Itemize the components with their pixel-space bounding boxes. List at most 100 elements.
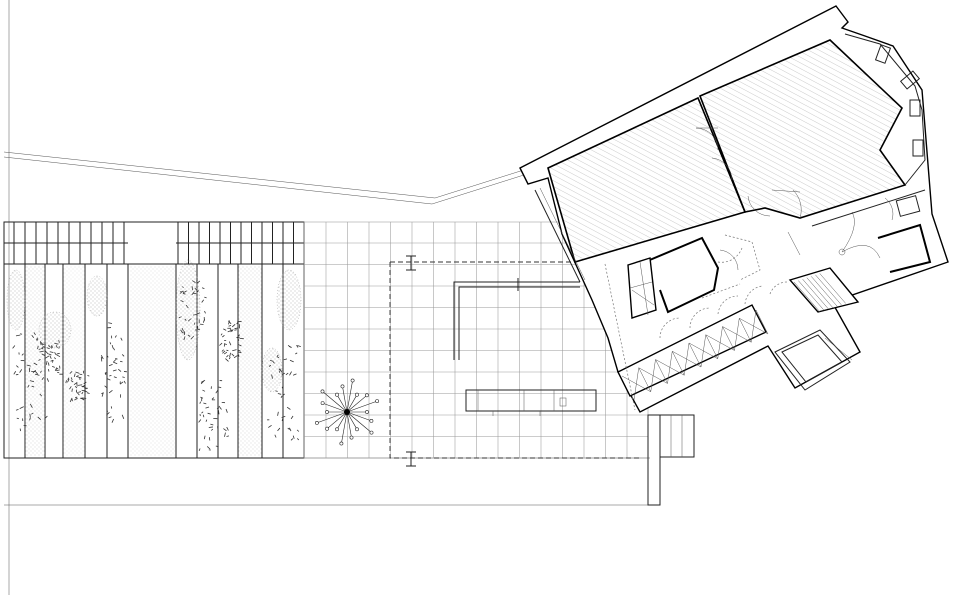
leaf-mark xyxy=(70,380,74,383)
leaf-mark xyxy=(100,354,104,360)
leaf-mark xyxy=(51,359,54,363)
leaf-mark xyxy=(114,335,117,338)
leaf-mark xyxy=(51,366,55,368)
leaf-mark xyxy=(19,333,23,335)
leaf-mark xyxy=(38,358,41,361)
leaf-mark xyxy=(222,335,225,338)
leaf-mark xyxy=(44,355,50,359)
leaf-mark xyxy=(236,321,239,325)
leaf-mark xyxy=(225,358,229,362)
leaf-mark xyxy=(28,367,31,373)
pergola-outline xyxy=(389,255,642,467)
leaf-mark xyxy=(74,398,77,401)
leaf-mark xyxy=(46,360,48,365)
tree-leaf xyxy=(355,427,359,432)
leaf-mark xyxy=(238,351,242,354)
leaf-mark xyxy=(69,386,72,390)
leaf-mark xyxy=(223,351,228,355)
kitchen-cabinets xyxy=(617,304,769,401)
leaf-mark xyxy=(208,426,214,428)
leaf-mark xyxy=(226,426,229,431)
entrance-steps xyxy=(774,329,853,391)
leaf-mark xyxy=(211,397,215,400)
leaf-mark xyxy=(37,345,39,350)
leaf-mark xyxy=(292,373,297,376)
leaf-mark xyxy=(42,343,45,346)
leaf-mark xyxy=(289,427,292,432)
tree-branch xyxy=(346,380,353,413)
cabinet-cross xyxy=(717,326,723,359)
leaf-mark xyxy=(236,336,240,338)
leaf-mark xyxy=(12,345,16,349)
leaf-mark xyxy=(204,296,207,299)
leaf-mark xyxy=(201,411,204,414)
stair-tread xyxy=(815,274,842,306)
tree-leaf xyxy=(320,389,325,394)
cabinet-divider xyxy=(755,309,769,335)
leaf-mark xyxy=(277,393,282,395)
tree-leaf xyxy=(320,401,325,406)
leaf-mark xyxy=(46,378,49,382)
leaf-mark xyxy=(281,372,286,376)
tree-branch xyxy=(336,411,348,430)
leaf-mark xyxy=(201,287,205,289)
stair-tread xyxy=(806,277,834,308)
leaf-mark xyxy=(289,359,294,363)
tree-leaf xyxy=(364,393,369,398)
leaf-mark xyxy=(295,352,298,355)
leaf-mark xyxy=(218,405,222,410)
leaf-mark xyxy=(268,424,272,428)
leaf-mark xyxy=(233,355,238,359)
leaf-mark xyxy=(237,338,240,341)
leaf-mark xyxy=(296,344,299,348)
cabinet-divider xyxy=(722,326,735,351)
leaf-mark xyxy=(53,357,56,360)
cabinet-cross xyxy=(734,318,740,351)
tree-branch xyxy=(316,411,348,424)
tree-leaf xyxy=(369,430,374,435)
leaf-mark xyxy=(277,411,279,416)
leaf-mark xyxy=(75,371,80,374)
leaf-mark xyxy=(207,412,211,415)
leaf-mark xyxy=(277,427,281,432)
leaf-mark xyxy=(69,371,73,374)
leaf-mark xyxy=(106,378,111,381)
tree-branch xyxy=(342,386,348,413)
leaf-mark xyxy=(29,413,31,417)
leaf-mark xyxy=(75,397,78,400)
leaf-mark xyxy=(231,353,235,357)
leaf-mark xyxy=(205,406,210,409)
tree-branch xyxy=(346,411,352,438)
leaf-mark xyxy=(47,368,50,372)
leaf-mark xyxy=(55,369,60,372)
stair-tread xyxy=(798,280,825,311)
leaf-mark xyxy=(274,434,277,438)
leaf-mark xyxy=(27,384,30,388)
tree-branch xyxy=(322,391,348,413)
leaf-mark xyxy=(41,353,46,356)
leaf-mark xyxy=(74,385,78,389)
leaf-mark xyxy=(281,386,284,390)
leaf-mark xyxy=(34,370,39,375)
leaf-mark xyxy=(232,349,237,352)
leaf-mark xyxy=(73,373,76,378)
leaf-mark xyxy=(87,374,90,377)
cabinet-cross xyxy=(667,351,673,384)
leaf-mark xyxy=(108,416,112,419)
leaf-mark xyxy=(37,416,42,420)
leaf-mark xyxy=(39,350,44,353)
leaf-mark xyxy=(78,391,82,393)
leaf-mark xyxy=(31,385,35,388)
leaf-mark xyxy=(100,356,103,362)
leaf-mark xyxy=(120,337,123,341)
cabinet-cross xyxy=(684,342,690,376)
leaf-mark xyxy=(36,338,38,341)
leaf-mark xyxy=(67,377,70,380)
tree-leaf xyxy=(314,420,319,425)
leaf-mark xyxy=(202,389,206,392)
tree-symbol xyxy=(314,378,380,446)
leaf-mark xyxy=(226,354,229,358)
leaf-mark xyxy=(54,352,57,355)
hatched-rooms xyxy=(547,39,907,263)
